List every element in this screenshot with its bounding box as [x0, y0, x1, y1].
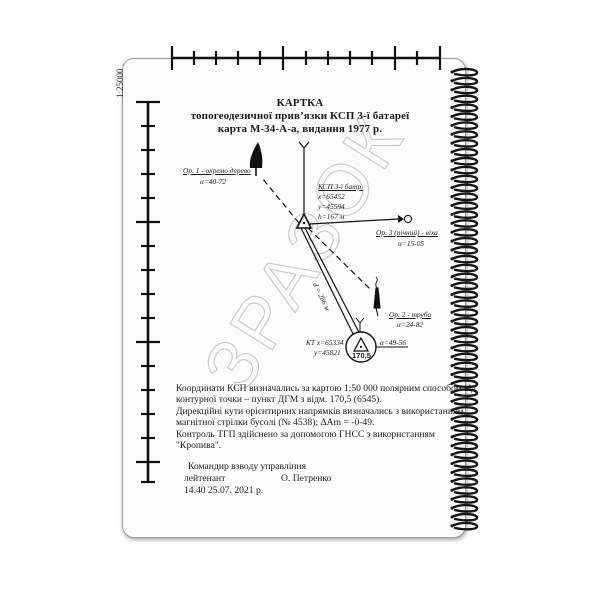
ksp-icon — [295, 212, 313, 229]
spiral-coil — [450, 281, 479, 291]
signature-position: Командир взводу управління — [188, 461, 307, 472]
spiral-coil — [450, 388, 479, 397]
spiral-coil — [450, 85, 479, 95]
or1-name: Ор. 1 - окремо дерево — [183, 166, 251, 175]
spiral-coil — [450, 147, 479, 157]
spiral-coil — [450, 317, 479, 326]
spiral-coil — [450, 379, 479, 389]
spiral-coil — [450, 406, 479, 415]
or3-name: Ор. 3 (пічний) - віха — [376, 228, 438, 237]
spiral-coil — [450, 174, 479, 184]
spiral-coil — [450, 121, 479, 130]
title-line-2: топогеодезичної прив’язки КСП 3-ї батаре… — [190, 110, 410, 122]
ksp-h: h=167 м — [318, 212, 345, 221]
pipe-icon — [373, 276, 381, 317]
spiral-coil — [450, 432, 479, 442]
spiral-coil — [450, 503, 479, 513]
notebook-page — [122, 58, 466, 538]
spiral-coil — [450, 165, 479, 175]
spiral-coil — [450, 103, 479, 113]
spiral-coil — [450, 201, 479, 211]
spiral-coil — [450, 67, 479, 77]
left-ruler — [136, 100, 160, 484]
spiral-coil — [450, 272, 479, 282]
tree-icon — [249, 142, 263, 176]
scale-label: 1:25000 — [115, 68, 125, 98]
signature-date: 14.40 25.07. 2021 р. — [184, 485, 264, 496]
kt-x: КТ х=65334 — [306, 338, 344, 347]
ksp-y: у=45594 — [318, 202, 345, 211]
spiral-coil — [450, 290, 479, 300]
or3-alpha: α=15-05 — [398, 239, 425, 248]
spiral-coil — [450, 441, 479, 451]
spiral-coil — [450, 343, 479, 353]
spiral-coil — [450, 183, 479, 193]
kt-point-icon — [345, 331, 377, 363]
top-ruler — [170, 46, 442, 70]
spiral-coil — [450, 495, 479, 504]
title-line-1: КАРТКА — [276, 97, 324, 109]
spiral-coil — [450, 521, 479, 531]
spiral-coil — [450, 308, 479, 317]
note-line-5: Контроль ТГП здійснено за допомогою ГНСС… — [176, 429, 436, 440]
or2-alpha: α=24-82 — [397, 320, 424, 329]
spiral-coil — [450, 397, 479, 406]
title-line-3: карта М-34-А-а, видання 1977 р. — [217, 123, 383, 135]
signature-rank: лейтенант — [184, 473, 226, 484]
spiral-coil — [450, 245, 479, 255]
north-arrow-icon — [298, 141, 310, 217]
spiral-coil — [450, 370, 479, 380]
note-line-4: магнітної стрілки бусолі (№ 4538); ΔАm =… — [176, 417, 375, 428]
spiral-coil — [450, 156, 479, 166]
spiral-coil — [450, 459, 479, 469]
kt-y: у=45821 — [314, 348, 341, 357]
spiral-coil — [450, 423, 479, 433]
spiral-coil — [450, 228, 479, 237]
spiral-coil — [450, 219, 479, 228]
kt-height: 170,5 — [352, 351, 372, 360]
spiral-coil — [450, 477, 479, 486]
ksp-x: х=65452 — [318, 192, 345, 201]
spiral-coil — [450, 94, 479, 104]
spiral-coil — [450, 299, 479, 308]
note-line-6: "Кропива". — [176, 440, 222, 451]
spiral-coil — [450, 112, 479, 122]
spiral-binding — [450, 67, 479, 531]
ksp-name: КСП 3-ї батр. — [318, 182, 364, 191]
spiral-coil — [450, 450, 479, 460]
spiral-coil — [450, 361, 479, 371]
or1-alpha: α=40-72 — [200, 177, 227, 186]
spiral-coil — [450, 139, 479, 148]
note-line-2: контурної точки – пункт ДГМ з відм. 170,… — [176, 394, 382, 405]
watermark: ЗРАЗОК — [188, 99, 420, 405]
spiral-coil — [450, 192, 479, 202]
spiral-coil — [450, 76, 479, 86]
spiral-coil — [450, 512, 479, 522]
spiral-coil — [450, 263, 479, 273]
spiral-coil — [450, 236, 479, 246]
spiral-coil — [450, 468, 479, 478]
spiral-coil — [450, 130, 479, 139]
pole-icon — [403, 214, 413, 224]
spiral-coil — [450, 486, 479, 495]
note-line-3: Дирекційні кути орієнтирних напрямків ви… — [176, 406, 464, 417]
spiral-coil — [450, 334, 479, 344]
signature-name: О. Петренко — [281, 473, 332, 484]
kt-alpha: α=49-56 — [380, 338, 407, 347]
spiral-coil — [450, 325, 479, 335]
or2-name: Ор. 2 - труба — [389, 310, 432, 319]
spiral-coil — [450, 254, 479, 264]
spiral-coil — [450, 414, 479, 424]
note-line-1: Координати КСП визначались за картою 1:5… — [176, 383, 477, 394]
spiral-coil — [450, 210, 479, 219]
spiral-coil — [450, 352, 479, 362]
